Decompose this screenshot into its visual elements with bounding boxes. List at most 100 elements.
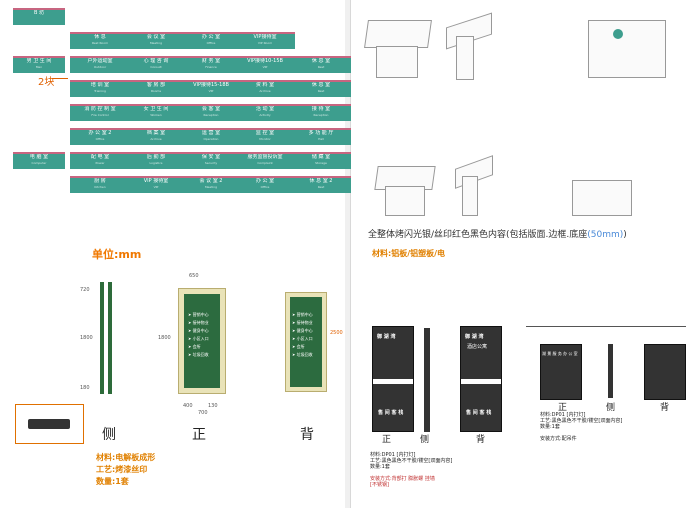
material-right: 材料:铝板/铝塑板/电 — [372, 249, 446, 258]
door-sign-text: 心 理 咨 询 — [143, 58, 169, 64]
dim-mid: 1800 — [80, 335, 93, 341]
panel-divider — [345, 0, 350, 508]
door-sign-english: Office — [260, 185, 270, 189]
door-sign-english: Archive — [150, 137, 162, 141]
door-sign-text: 保 安 室 — [201, 154, 221, 160]
kiosk2-panel-detail — [572, 180, 632, 216]
base-shape — [28, 419, 70, 429]
unit-label: 单位:mm — [92, 248, 142, 261]
kiosk-top-view — [364, 20, 432, 48]
menu-item: ➤ 健身中心 — [292, 328, 313, 333]
dark-sign-band — [373, 379, 413, 384]
door-sign-text: 运 营 室 — [201, 130, 221, 136]
kiosk2-side-stand — [462, 176, 478, 216]
door-sign-english: VIP — [262, 65, 268, 69]
door-sign-english: Reception — [313, 113, 329, 117]
door-sign-text: 配 电 室 — [90, 154, 110, 160]
menu-item: ➤ 会所 — [292, 344, 305, 349]
dark-view-front: 正 — [382, 435, 392, 445]
door-sign-text: 档 案 室 — [146, 130, 166, 136]
door-sign-text: 多 功 能 厅 — [308, 130, 334, 136]
dark-sign-back-title: 御 湖 湾 — [465, 334, 484, 340]
kiosk2-stand — [385, 186, 425, 216]
door-sign-english: Fire Control — [91, 113, 109, 117]
door-sign-text: 女 卫 生 间 — [143, 106, 169, 112]
hang-view-side: 侧 — [606, 403, 616, 413]
door-sign-text: 休 息 室 2 — [309, 178, 333, 184]
door-sign-text: VIP接待15-18B — [193, 82, 229, 88]
door-sign-english: Rest — [317, 65, 325, 69]
door-sign-english: Rest — [317, 89, 325, 93]
door-sign-english: Rest — [317, 185, 325, 189]
side-post-left — [100, 282, 104, 394]
door-sign-text: 休 息 — [94, 34, 106, 40]
menu-item: ➤ 接待物业 — [292, 320, 313, 325]
dim-width-top: 650 — [189, 273, 199, 279]
door-sign-english: Power — [95, 161, 105, 165]
door-sign-english: Outdoor — [93, 65, 107, 69]
door-sign-text: 监 控 室 — [255, 130, 275, 136]
front-board-panel — [184, 294, 220, 388]
menu-item: ➤ 会所 — [188, 344, 201, 349]
door-sign-english: Logistics — [149, 161, 163, 165]
door-sign-english: Hall — [318, 137, 324, 141]
dim-bottom: 180 — [80, 385, 90, 391]
door-sign-text: 男 卫 生 间 — [26, 58, 52, 64]
hang-view-back: 背 — [660, 403, 670, 413]
description-text: 全整体烤闪光银/丝印红色黑色内容(包括版面.边框.底座(50mm)) — [368, 227, 627, 240]
dark-sign-front: 御 湖 湾 售 间 客 栈 — [372, 326, 414, 432]
door-sign: B 坊 — [13, 8, 65, 25]
spec-material: 材料:电解板成形 — [96, 453, 156, 462]
base-inset-frame — [15, 404, 84, 444]
door-sign-english: Activity — [259, 113, 271, 117]
logo-icon — [613, 29, 623, 39]
door-sign-text: 客 房 部 — [146, 82, 166, 88]
door-sign-english: VIP — [153, 185, 159, 189]
dark-sign-bottom: 售 间 客 栈 — [378, 410, 404, 416]
spec-left-2: 工艺:黑色黑色不干胶/镂空[双面内容] — [370, 458, 453, 464]
spec-left-3: 数量:1套 — [370, 464, 390, 470]
door-sign-text: 电 脑 室 — [29, 154, 49, 160]
menu-item: ➤ 小区入口 — [292, 336, 313, 341]
door-sign-text: 接 待 室 — [311, 106, 331, 112]
spec-left-5: [不锈钢] — [370, 482, 389, 488]
ceiling-line — [526, 326, 686, 327]
spec-left-4: 安装方式:背部打 膨胀螺 挂墙 — [370, 476, 435, 482]
menu-item: ➤ 垃圾回收 — [292, 352, 313, 357]
door-sign-text: VIP 接待室 — [143, 178, 169, 184]
door-sign-text: B 坊 — [33, 10, 45, 16]
spec-right-3: 数量:1套 — [540, 424, 560, 430]
dark-sign-back-bottom: 售 间 客 栈 — [466, 410, 492, 416]
kiosk-stand — [376, 46, 418, 78]
door-sign-english: Archive — [259, 89, 271, 93]
description-end: ) — [623, 230, 627, 240]
back-board — [285, 292, 327, 392]
door-sign-english: Meeting — [149, 41, 163, 45]
spec-right-1: 材料:DP01 [内打灯] — [540, 412, 586, 418]
door-sign-text: 培 训 室 — [90, 82, 110, 88]
door-sign-text: 厨 房 — [94, 178, 106, 184]
dim-w2: 130 — [208, 403, 218, 409]
door-sign-english: Office — [95, 137, 105, 141]
description-unit: (50mm) — [587, 230, 624, 240]
door-sign-text: 会 议 室 — [146, 34, 166, 40]
